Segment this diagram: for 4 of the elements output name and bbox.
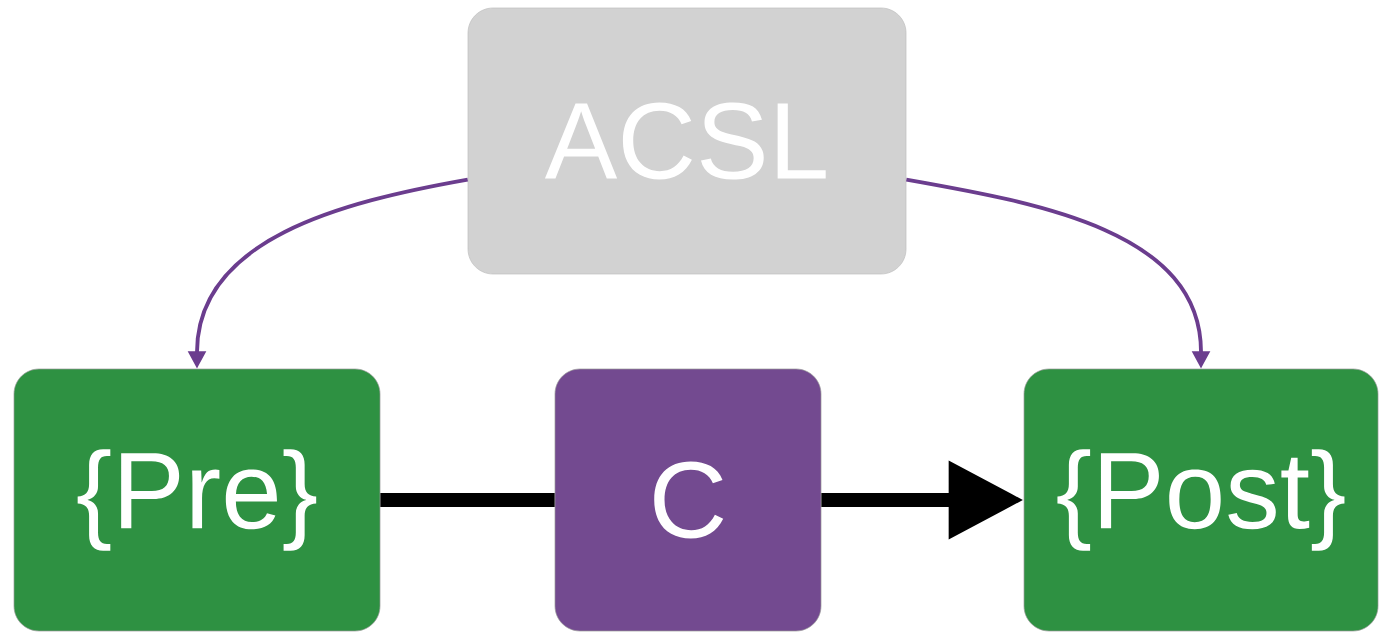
condition-box: {Pre} bbox=[13, 368, 381, 632]
program-box: C bbox=[554, 368, 822, 632]
connector-line bbox=[380, 492, 555, 508]
condition-box: {Post} bbox=[1023, 368, 1379, 632]
